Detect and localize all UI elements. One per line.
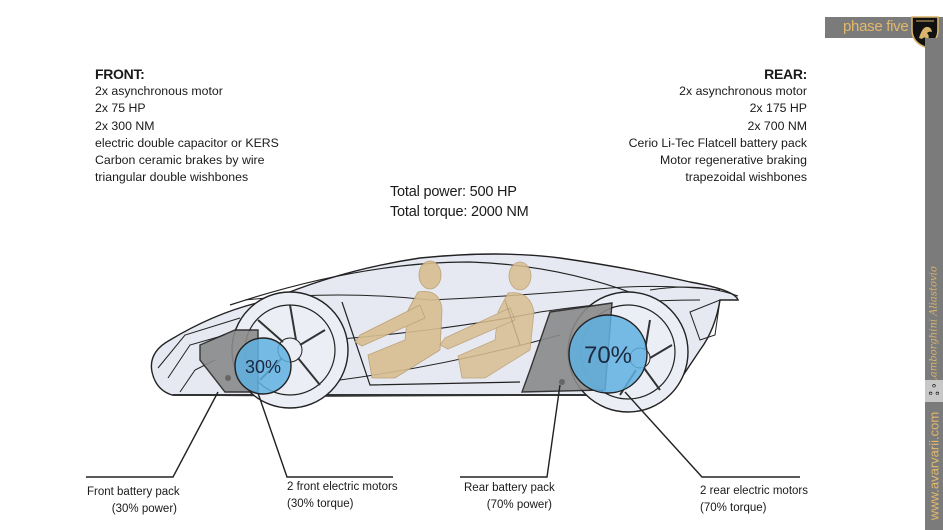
callout-front-motors: 2 front electric motors (30% torque) bbox=[287, 479, 398, 513]
belt-line bbox=[244, 285, 721, 301]
rear-spec-line: 2x 175 HP bbox=[749, 101, 807, 116]
callout-title: 2 rear electric motors bbox=[700, 485, 809, 497]
sidebar-logo-icon: ஃ bbox=[925, 380, 943, 402]
rear-spec-line: 2x asynchronous motor bbox=[679, 84, 807, 98]
callout-detail: (30% power) bbox=[111, 503, 177, 515]
callout-detail: (70% power) bbox=[486, 499, 552, 511]
callout-detail: (30% torque) bbox=[287, 498, 354, 510]
rear-spec-line: Motor regenerative braking bbox=[660, 153, 807, 168]
passenger-figure bbox=[439, 261, 535, 379]
callout-rear-battery: Rear battery pack (70% power) bbox=[464, 480, 555, 514]
rear-heading: REAR: bbox=[764, 66, 807, 82]
callout-title: Rear battery pack bbox=[464, 482, 555, 494]
front-spec-line: 2x 75 HP bbox=[95, 101, 146, 116]
front-spec-line: triangular double wishbones bbox=[95, 170, 249, 185]
driver-figure bbox=[354, 260, 443, 379]
callout-detail: (70% torque) bbox=[700, 502, 767, 514]
rear-battery-dot bbox=[559, 379, 565, 385]
front-spec-line: Carbon ceramic brakes by wire bbox=[95, 153, 265, 168]
rear-spec-line: trapezoidal wishbones bbox=[685, 170, 807, 185]
front-share-label: 30% bbox=[245, 357, 281, 377]
header-title: phase five bbox=[843, 18, 909, 35]
leader-rear-motors bbox=[624, 391, 800, 478]
front-motor-circle bbox=[234, 337, 292, 395]
front-spec-line: electric double capacitor or KERS bbox=[95, 135, 279, 150]
rear-specs: REAR: 2x asynchronous motor 2x 175 HP 2x… bbox=[628, 65, 808, 187]
front-specs: FRONT: 2x asynchronous motor 2x 75 HP 2x… bbox=[95, 65, 279, 187]
rear-wing bbox=[649, 286, 739, 341]
front-heading: FRONT: bbox=[95, 66, 145, 82]
front-battery-dot bbox=[225, 375, 231, 381]
canopy-line bbox=[229, 261, 641, 306]
total-power: Total power: 500 HP bbox=[390, 184, 517, 200]
callout-title: 2 front electric motors bbox=[287, 481, 398, 493]
callout-rear-motors: 2 rear electric motors (70% torque) bbox=[700, 483, 808, 517]
total-torque: Total torque: 2000 NM bbox=[390, 204, 529, 220]
rear-motor-circle bbox=[568, 314, 648, 394]
leader-rear-battery bbox=[460, 384, 561, 478]
leader-front-battery bbox=[86, 391, 219, 478]
rear-share-label: 70% bbox=[584, 342, 632, 369]
front-spec-line: 2x asynchronous motor bbox=[95, 84, 223, 98]
front-spec-line: 2x 300 NM bbox=[95, 118, 155, 133]
callout-title: Front battery pack bbox=[87, 486, 180, 498]
callout-front-battery: Front battery pack (30% power) bbox=[87, 484, 180, 518]
right-sidebar bbox=[925, 38, 943, 530]
rear-spec-line: 2x 700 NM bbox=[747, 118, 807, 133]
totals: Total power: 500 HP Total torque: 2000 N… bbox=[390, 182, 529, 222]
rear-spec-line: Cerio Li-Tec Flatcell battery pack bbox=[628, 135, 807, 150]
leader-front-motors bbox=[257, 392, 393, 478]
